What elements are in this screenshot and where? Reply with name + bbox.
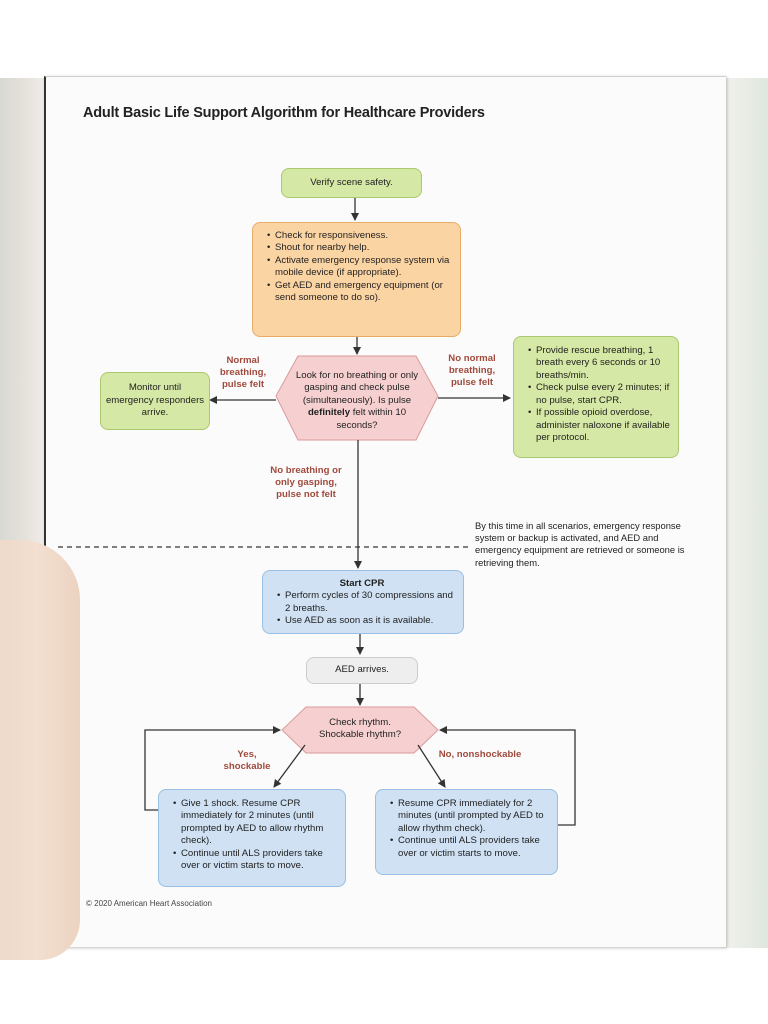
arrow-to-nonshock [417, 744, 446, 788]
start-cpr-item: Perform cycles of 30 compressions and 2 … [277, 590, 457, 615]
rescue-item: If possible opioid overdose, administer … [528, 407, 672, 444]
check-item: Activate emergency response system via m… [267, 255, 454, 280]
label-yes-shockable: Yes, shockable [223, 749, 271, 772]
check-item: Check for responsiveness. [267, 230, 454, 243]
page-title: Adult Basic Life Support Algorithm for H… [83, 105, 485, 121]
photo-background-bottom [0, 948, 768, 1024]
pulse-check-decision-text: Look for no breathing or only gasping an… [294, 370, 420, 432]
loop-arrow-left [144, 726, 281, 811]
pulse-check-question-2b: felt within 10 seconds? [336, 407, 407, 431]
shock-item: Continue until ALS providers take over o… [173, 848, 339, 873]
label-normal-breathing: Normal breathing, pulse felt [219, 355, 267, 390]
check-item: Get AED and emergency equipment (or send… [267, 280, 454, 305]
label-no-nonshockable: No, nonshockable [438, 749, 522, 760]
pulse-check-question-1: Look for no breathing or only gasping an… [295, 370, 419, 406]
loop-arrow-right [439, 726, 576, 826]
monitor-text: Monitor until emergency responders arriv… [105, 382, 205, 419]
rhythm-check-decision-shape [281, 706, 439, 754]
aed-arrives-box: AED arrives. [306, 657, 418, 684]
check-responsiveness-box: Check for responsiveness. Shout for near… [252, 222, 461, 337]
nonshock-item: Continue until ALS providers take over o… [390, 835, 551, 860]
start-cpr-heading: Start CPR [339, 578, 385, 589]
rhythm-check-decision-text: Check rhythm. Shockable rhythm? [318, 717, 402, 741]
shock-box: Give 1 shock. Resume CPR immediately for… [158, 789, 346, 887]
label-no-breathing: No breathing or only gasping, pulse not … [270, 465, 342, 500]
verify-scene-safety-box: Verify scene safety. [281, 168, 422, 198]
aed-arrives-text: AED arrives. [335, 664, 389, 676]
nonshock-box: Resume CPR immediately for 2 minutes (un… [375, 789, 558, 875]
verify-scene-safety-text: Verify scene safety. [310, 176, 393, 188]
start-cpr-item: Use AED as soon as it is available. [277, 615, 457, 628]
shock-item: Give 1 shock. Resume CPR immediately for… [173, 798, 339, 848]
pulse-check-emphasis: definitely [307, 407, 351, 419]
nonshock-item: Resume CPR immediately for 2 minutes (un… [390, 798, 551, 835]
rescue-item: Provide rescue breathing, 1 breath every… [528, 345, 672, 382]
label-no-normal-breathing: No normal breathing, pulse felt [448, 353, 496, 388]
monitor-box: Monitor until emergency responders arriv… [100, 372, 210, 430]
rescue-item: Check pulse every 2 minutes; if no pulse… [528, 382, 672, 407]
pulse-check-question-2a: Is pulse [378, 394, 412, 406]
rescue-breathing-box: Provide rescue breathing, 1 breath every… [513, 336, 679, 458]
arrow-to-shock [273, 744, 306, 788]
check-item: Shout for nearby help. [267, 242, 454, 255]
activation-note: By this time in all scenarios, emergency… [475, 520, 685, 568]
hand-holding-sheet [0, 540, 80, 960]
start-cpr-box: Start CPR Perform cycles of 30 compressi… [262, 570, 464, 634]
pulse-check-decision-shape [275, 355, 439, 441]
photo-background-top [0, 0, 768, 78]
copyright: © 2020 American Heart Association [86, 899, 212, 908]
photo-background-right [722, 78, 768, 958]
